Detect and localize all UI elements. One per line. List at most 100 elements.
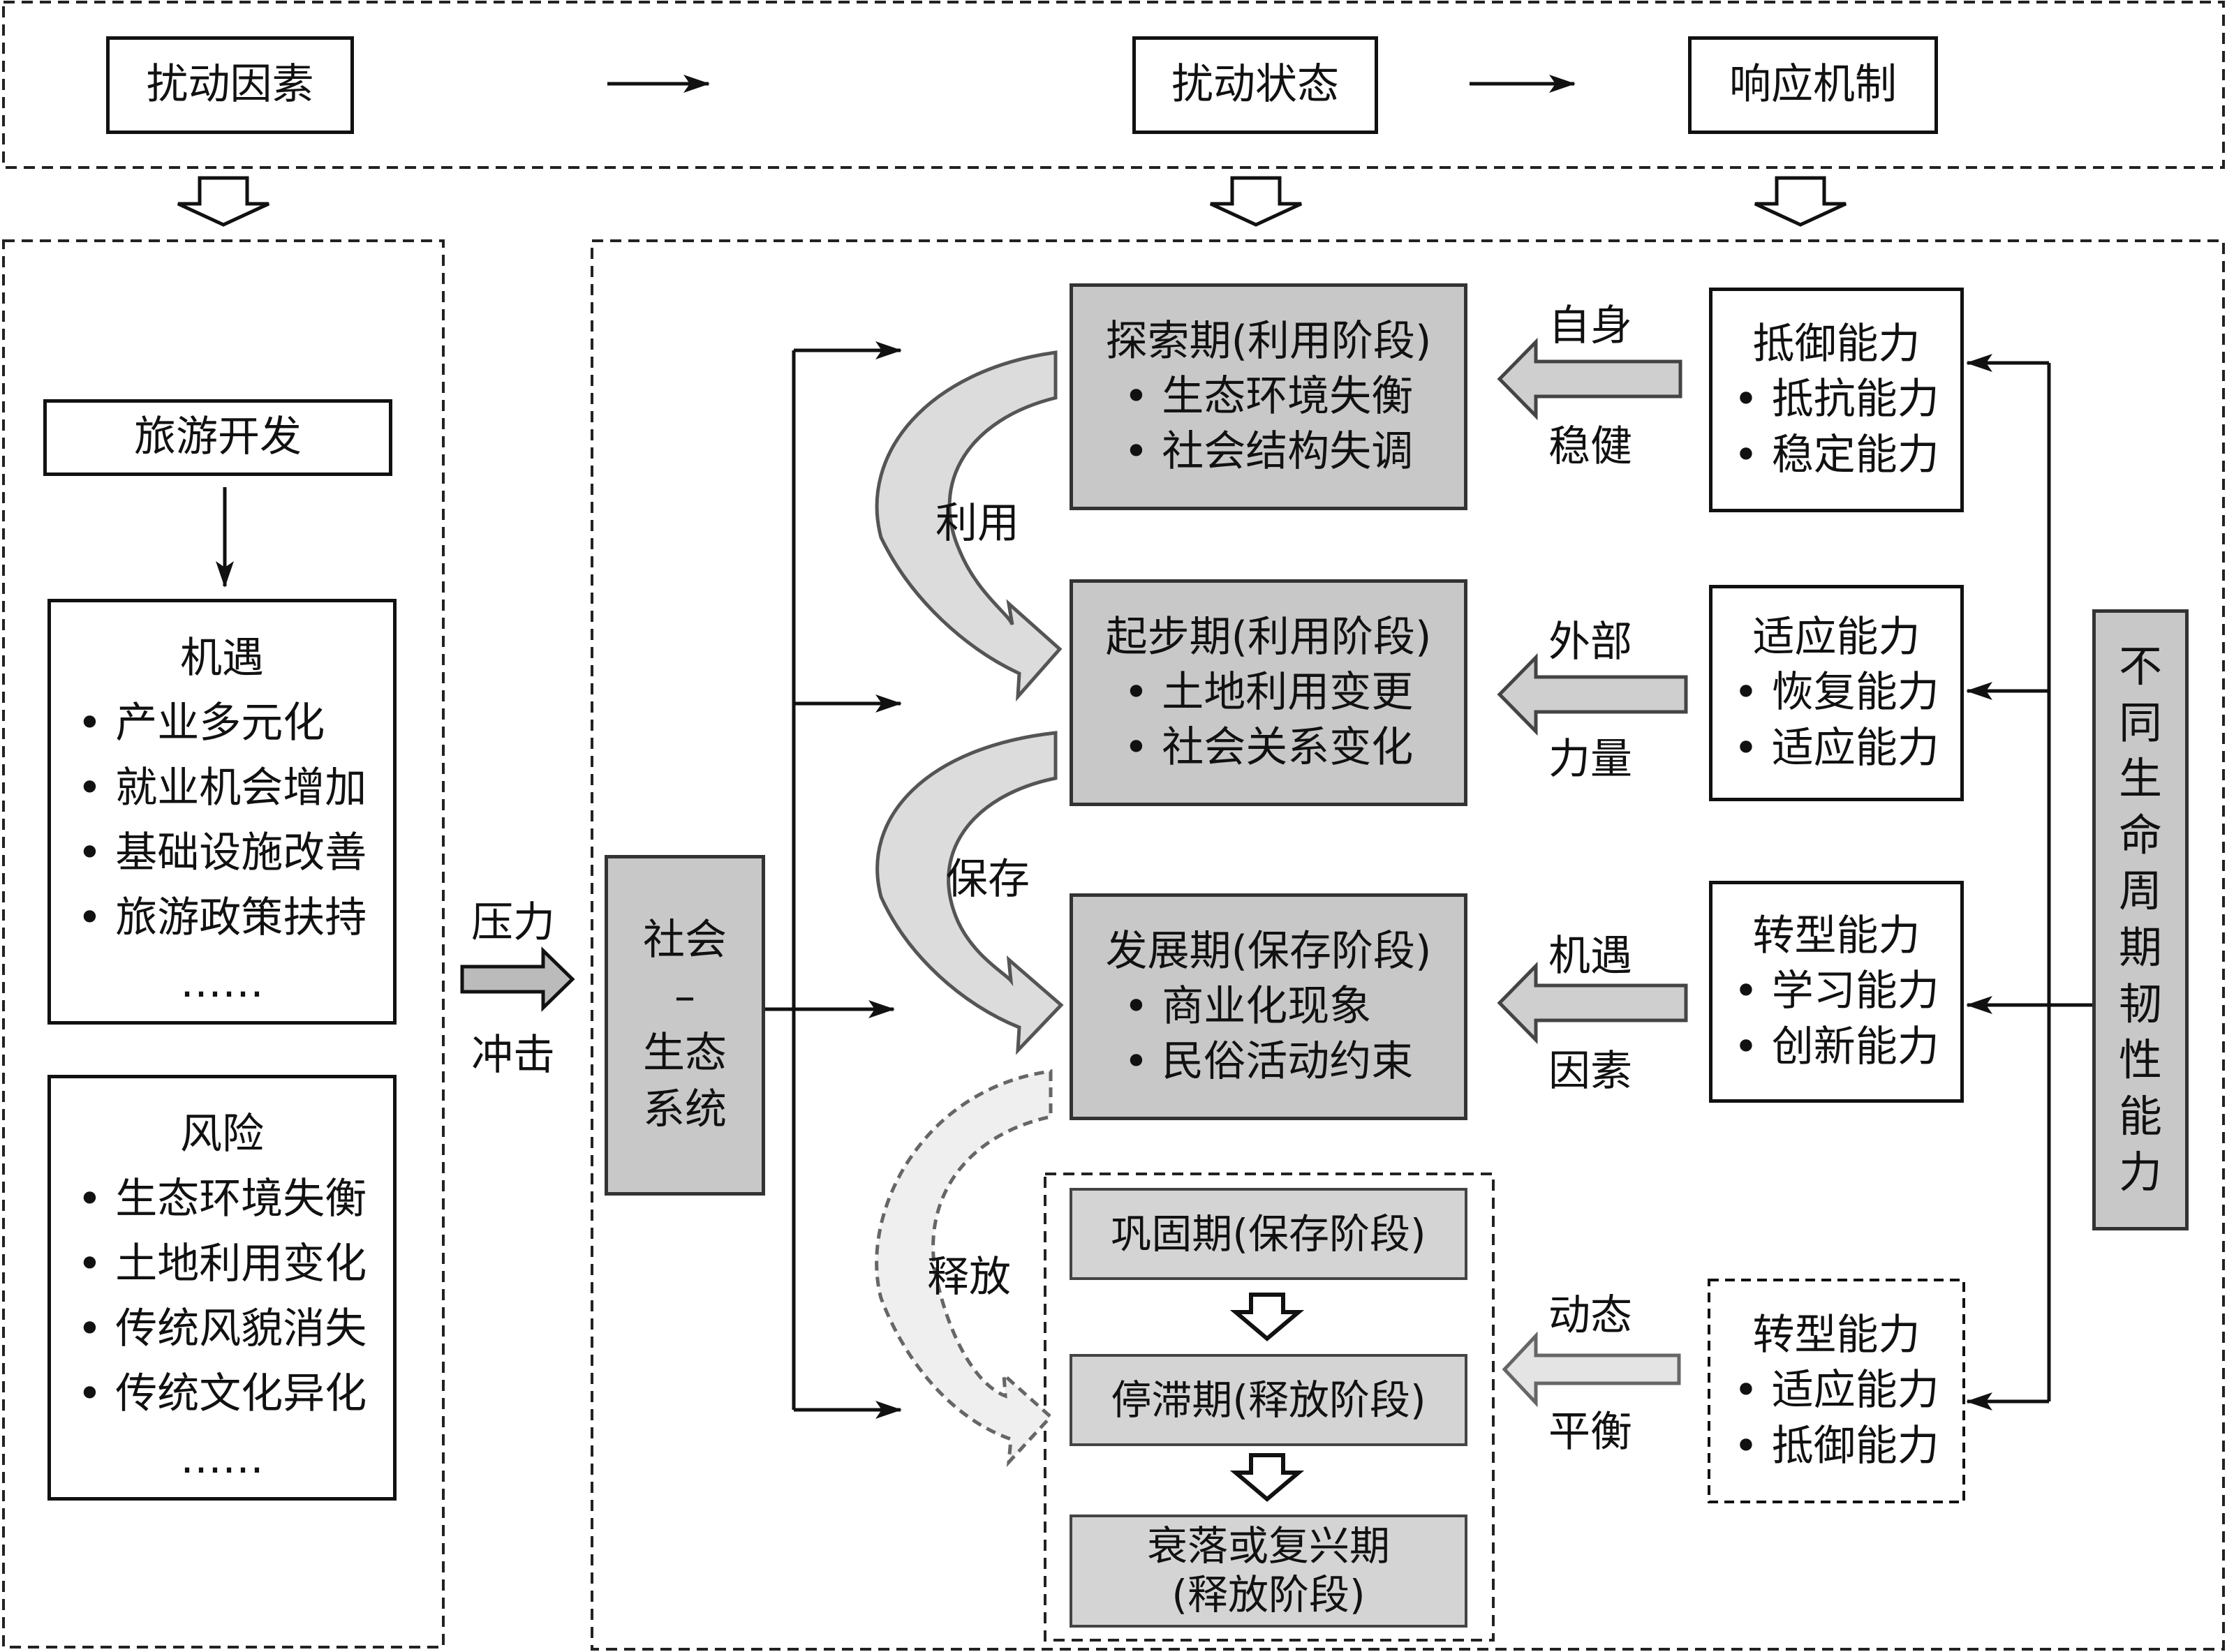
system-line-1: 社会 <box>643 916 727 965</box>
list-item: 社会结构失调 <box>1124 424 1413 479</box>
list-item: 民俗活动约束 <box>1124 1034 1413 1089</box>
adapt-ability-box: 适应能力 恢复能力 适应能力 <box>1709 585 1964 801</box>
list-item: 旅游政策扶持 <box>77 886 367 951</box>
external-label: 外部 <box>1548 618 1632 667</box>
opportunity-mid-label: 机遇 <box>1548 932 1632 981</box>
list-item: 传统文化异化 <box>77 1362 367 1427</box>
resilience-char: 不 <box>2118 641 2162 692</box>
system-line-3: 生态 <box>643 1029 727 1078</box>
opportunity-title: 机遇 <box>180 634 264 683</box>
list-item: 抵抗能力 <box>1733 372 1939 427</box>
decline-revival-line-1: 衰落或复兴期 <box>1146 1522 1390 1570</box>
disturbance-factors-label: 扰动因素 <box>146 60 314 110</box>
resilience-char: 韧 <box>2118 978 2162 1029</box>
list-item: 社会关系变化 <box>1124 720 1413 775</box>
stable-label: 稳健 <box>1548 422 1632 471</box>
resist-ability-box: 抵御能力 抵抗能力 稳定能力 <box>1709 288 1964 512</box>
list-item: 抵御能力 <box>1733 1419 1939 1474</box>
force-label: 力量 <box>1548 735 1632 784</box>
transform-ability-title: 转型能力 <box>1752 911 1921 961</box>
list-item: 稳定能力 <box>1733 428 1939 483</box>
use-label: 利用 <box>935 499 1019 548</box>
start-stage-title: 起步期(利用阶段) <box>1105 612 1432 662</box>
opportunity-list: 产业多元化 就业机会增加 基础设施改善 旅游政策扶持 …… <box>77 691 367 1015</box>
disturbance-state-box: 扰动状态 <box>1132 36 1378 134</box>
list-item: 传统风貌消失 <box>77 1297 367 1362</box>
down-arrow-2 <box>1209 176 1303 227</box>
down-arrow-3 <box>1754 176 1847 227</box>
pressure-label: 压力 <box>471 898 555 947</box>
list-item: 适应能力 <box>1733 1363 1939 1418</box>
opportunity-factor-arrow <box>1497 961 1688 1045</box>
disturbance-state-label: 扰动状态 <box>1171 60 1339 110</box>
risk-box: 风险 生态环境失衡 土地利用变化 传统风貌消失 传统文化异化 …… <box>47 1075 397 1501</box>
conserve-label: 保存 <box>946 855 1030 904</box>
resilience-char: 生 <box>2118 753 2162 805</box>
system-line-4: 系统 <box>643 1085 727 1134</box>
list-item: 适应能力 <box>1733 721 1939 776</box>
list-item: 产业多元化 <box>77 691 367 756</box>
disturbance-factors-box: 扰动因素 <box>106 36 354 134</box>
combined-ability-title: 转型能力 <box>1752 1311 1921 1360</box>
list-item: 生态环境失衡 <box>77 1167 367 1232</box>
resist-ability-title: 抵御能力 <box>1752 320 1921 369</box>
dynamic-label: 动态 <box>1548 1291 1632 1340</box>
self-label: 自身 <box>1548 302 1632 350</box>
develop-stage-box: 发展期(保存阶段) 商业化现象 民俗活动约束 <box>1070 893 1467 1120</box>
list-item: 土地利用变化 <box>77 1232 367 1297</box>
consolidate-stage-title: 巩固期(保存阶段) <box>1111 1210 1426 1258</box>
system-line-2: – <box>674 972 695 1021</box>
impact-label: 冲击 <box>471 1031 555 1080</box>
resilience-char: 同 <box>2118 697 2162 748</box>
dynamic-balance-arrow <box>1502 1331 1681 1408</box>
social-ecological-system-box: 社会 – 生态 系统 <box>605 855 765 1196</box>
top-frame <box>2 1 2225 169</box>
resilience-char: 周 <box>2118 865 2162 917</box>
tourism-development-box: 旅游开发 <box>43 399 392 476</box>
risk-title: 风险 <box>180 1110 264 1159</box>
list-item: 学习能力 <box>1733 964 1939 1019</box>
release-label: 释放 <box>927 1253 1011 1302</box>
list-item: 就业机会增加 <box>77 756 367 821</box>
develop-stage-title: 发展期(保存阶段) <box>1105 926 1432 976</box>
resilience-char: 力 <box>2118 1147 2162 1198</box>
opportunity-box: 机遇 产业多元化 就业机会增加 基础设施改善 旅游政策扶持 …… <box>47 599 397 1025</box>
list-item: 创新能力 <box>1733 1020 1939 1075</box>
self-stable-arrow <box>1497 337 1682 421</box>
factor-label: 因素 <box>1548 1047 1632 1096</box>
release-frame <box>1044 1173 1495 1642</box>
list-item: …… <box>180 958 264 1007</box>
response-mechanism-box: 响应机制 <box>1688 36 1938 134</box>
list-item: 商业化现象 <box>1124 979 1413 1034</box>
stagnate-stage-box: 停滞期(释放阶段) <box>1070 1354 1467 1446</box>
use-curve-arrow <box>875 350 1063 702</box>
decline-revival-line-2: (释放阶段) <box>1171 1571 1366 1618</box>
resilience-char: 命 <box>2118 809 2162 861</box>
list-item: 生态环境失衡 <box>1124 369 1413 424</box>
down-arrow-1 <box>177 176 270 227</box>
response-mechanism-label: 响应机制 <box>1729 60 1897 110</box>
adapt-ability-title: 适应能力 <box>1752 613 1921 662</box>
list-item: 基础设施改善 <box>77 821 367 886</box>
risk-list: 生态环境失衡 土地利用变化 传统风貌消失 传统文化异化 …… <box>77 1167 367 1491</box>
pressure-arrow <box>460 946 575 1012</box>
tourism-development-label: 旅游开发 <box>134 412 302 462</box>
consolidate-stage-box: 巩固期(保存阶段) <box>1070 1188 1467 1280</box>
list-item: 土地利用变更 <box>1124 665 1413 720</box>
lifecycle-resilience-box: 不 同 生 命 周 期 韧 性 能 力 <box>2092 609 2189 1230</box>
explore-stage-box: 探索期(利用阶段) 生态环境失衡 社会结构失调 <box>1070 283 1467 510</box>
list-item: …… <box>180 1434 264 1483</box>
stagnate-to-decline-arrow <box>1229 1453 1305 1502</box>
transform-ability-box: 转型能力 学习能力 创新能力 <box>1709 881 1964 1103</box>
left-frame <box>2 239 445 1649</box>
start-stage-box: 起步期(利用阶段) 土地利用变更 社会关系变化 <box>1070 579 1467 806</box>
consolidate-to-stagnate-arrow <box>1229 1293 1305 1341</box>
release-curve-arrow <box>875 1069 1053 1468</box>
balance-label: 平衡 <box>1548 1408 1632 1457</box>
resilience-char: 期 <box>2118 922 2162 973</box>
decline-revival-stage-box: 衰落或复兴期 (释放阶段) <box>1070 1515 1467 1628</box>
right-frame <box>591 239 2225 1651</box>
resilience-char: 性 <box>2118 1034 2162 1086</box>
explore-stage-title: 探索期(利用阶段) <box>1105 316 1432 366</box>
